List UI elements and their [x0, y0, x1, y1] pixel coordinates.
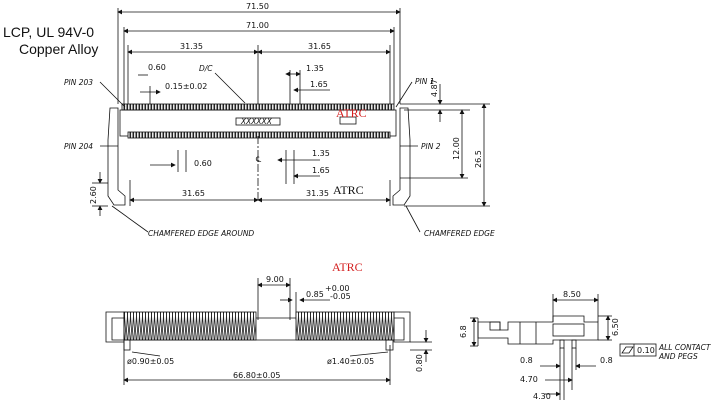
dim-bottom-right-span: 31.35 [306, 189, 329, 198]
dim-key-tol-value: 0.85 [306, 290, 324, 299]
dim-top-right-small-2: 1.65 [310, 80, 328, 89]
label-date-code: D/C [199, 64, 213, 73]
watermark-atrc: ATRC [333, 183, 364, 197]
dim-height-6-8: 6.8 [459, 325, 468, 338]
material-note: LCP, UL 94V-0 Copper Alloy [3, 24, 98, 57]
material-line-2: Copper Alloy [19, 41, 98, 57]
label-pin-1: PIN 1 [415, 77, 435, 86]
dim-width-8-50: 8.50 [563, 290, 581, 299]
dim-key-tol-minus: -0.05 [330, 292, 351, 301]
material-line-1: LCP, UL 94V-0 [3, 24, 94, 40]
dim-inner-length: 71.00 [246, 21, 269, 30]
dim-bottom-pin-pitch: 0.60 [194, 159, 212, 168]
label-pin-203: PIN 203 [64, 78, 93, 87]
label-flatness-note-2: AND PEGS [658, 352, 698, 361]
centerline-mark: ℄ [256, 155, 262, 164]
dim-flatness: 0.10 [637, 346, 655, 355]
label-chamfer-right: CHAMFERED EDGE [424, 229, 495, 238]
dim-bottom-left-span: 31.65 [182, 189, 205, 198]
dim-top-pin-pitch: 0.60 [148, 63, 166, 72]
dim-top-tolerance: 0.15±0.02 [165, 82, 207, 91]
dim-bottom-right-small-2: 1.65 [312, 166, 330, 175]
side-view [470, 294, 657, 400]
dim-top-right-small-1: 1.35 [306, 64, 324, 73]
front-view [105, 278, 432, 385]
top-view [92, 8, 490, 233]
top-view-text: 71.50 71.00 31.35 31.65 0.60 0.15±0.02 1… [64, 2, 495, 238]
dim-foot-left: 0.8 [520, 356, 533, 365]
front-view-text: ATRC 9.00 0.85 +0.00 -0.05 ø0.90±0.05 ø1… [127, 260, 424, 380]
watermark-atrc-front: ATRC [332, 260, 363, 274]
dim-peg-span: 66.80±0.05 [233, 371, 280, 380]
dim-12-00: 12.00 [452, 137, 461, 160]
dim-0-80: 0.80 [415, 354, 424, 372]
dim-4-30: 4.30 [533, 392, 551, 401]
dim-top-left-span: 31.35 [180, 42, 203, 51]
dim-key-offset: 9.00 [266, 275, 284, 284]
dim-4-87: 4.87 [430, 79, 439, 97]
dim-top-right-span: 31.65 [308, 42, 331, 51]
watermark-atrc-red: ATRC [336, 106, 367, 120]
dim-height-6-50: 6.50 [611, 318, 620, 336]
dim-26-5: 26.5 [474, 150, 483, 168]
label-chamfer-left: CHAMFERED EDGE AROUND [148, 229, 254, 238]
dim-peg-left: ø0.90±0.05 [127, 357, 174, 366]
dim-2-60: 2.60 [89, 186, 98, 204]
dim-peg-right: ø1.40±0.05 [327, 357, 374, 366]
dim-key-tol-plus: +0.00 [325, 284, 350, 293]
side-view-text: 8.50 6.8 6.50 0.10 ALL CONTACT AND PEGS … [459, 290, 712, 401]
label-pin-204: PIN 204 [64, 142, 93, 151]
label-date-code-box: XXXXXX [240, 117, 273, 126]
dim-4-70: 4.70 [520, 375, 538, 384]
label-flatness-note-1: ALL CONTACT [658, 343, 712, 352]
dim-overall-length: 71.50 [246, 2, 269, 11]
dim-bottom-right-small-1: 1.35 [312, 149, 330, 158]
dim-foot-right: 0.8 [600, 356, 613, 365]
label-pin-2: PIN 2 [421, 142, 441, 151]
